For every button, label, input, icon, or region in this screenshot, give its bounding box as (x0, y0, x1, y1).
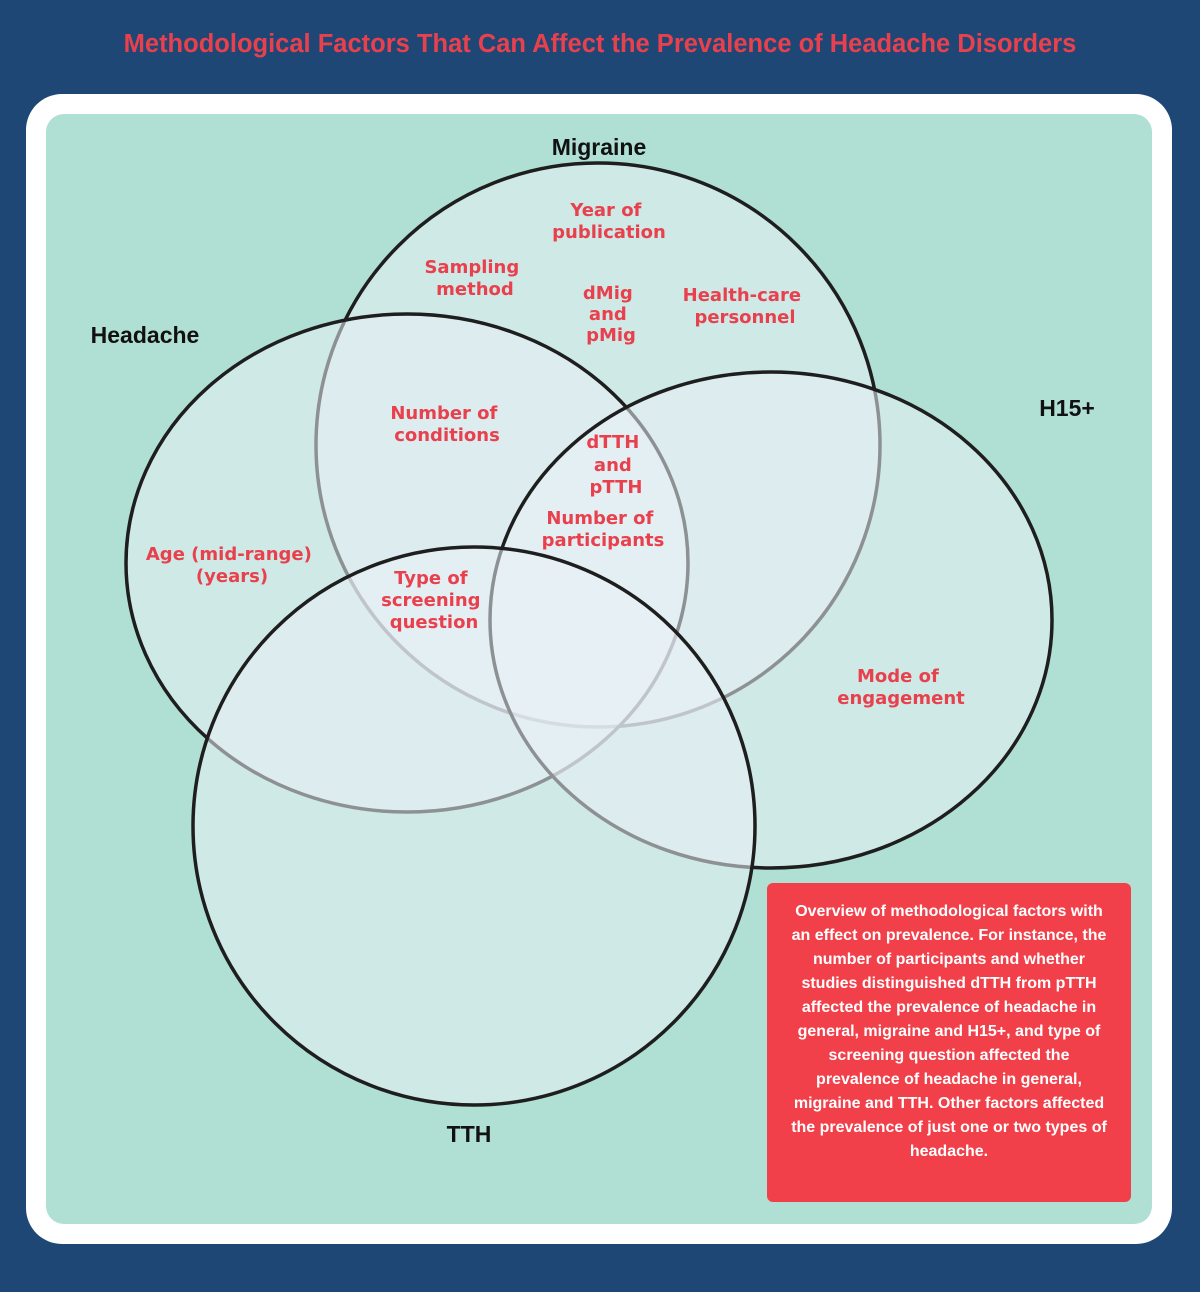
factor-age-mid-range: Age (mid-range) (years) (146, 544, 318, 587)
factor-dmig-pmig: dMig and pMig (583, 283, 639, 346)
headache-label: Headache (91, 322, 200, 348)
factor-health-care-personnel: Health-care personnel (683, 285, 808, 328)
page-title: Methodological Factors That Can Affect t… (123, 30, 1077, 58)
factor-type-of-screening-question: Type of screening question (381, 568, 487, 633)
factor-year-of-publication: Year of publication (552, 200, 666, 243)
factor-number-of-participants: Number of participants (542, 508, 665, 551)
factor-number-of-conditions: Number of conditions (390, 403, 503, 446)
tth-circle (191, 545, 757, 1107)
migraine-label: Migraine (552, 134, 647, 160)
factor-sampling-method: Sampling method (424, 257, 525, 300)
summary-note: Overview of methodological factors with … (767, 883, 1131, 1202)
tth-label: TTH (447, 1121, 492, 1147)
factor-mode-of-engagement: Mode of engagement (837, 666, 965, 709)
h15-label: H15+ (1039, 395, 1095, 421)
factor-dtth-ptth: dTTH and pTTH (586, 432, 645, 498)
